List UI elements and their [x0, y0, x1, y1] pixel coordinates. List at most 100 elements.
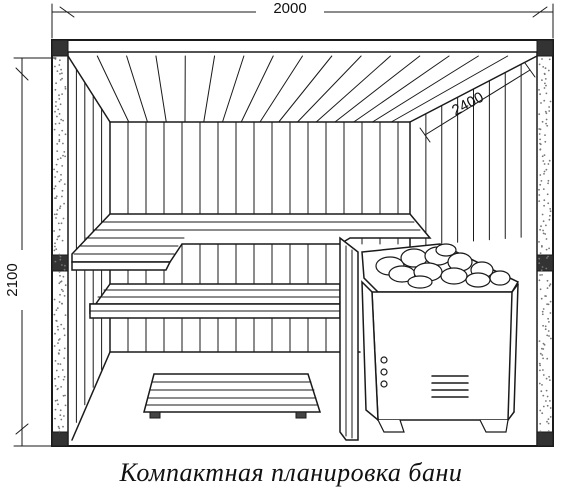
insulation-dot	[549, 210, 552, 213]
floor	[71, 351, 361, 441]
insulation-dot	[544, 328, 547, 331]
insulation-dot	[545, 248, 548, 251]
insulation-dot	[53, 298, 56, 301]
insulation-dot	[541, 266, 544, 268]
insulation-dot	[542, 308, 545, 310]
insulation-dot	[55, 309, 58, 311]
ceiling-board	[259, 55, 303, 123]
insulation-dot	[542, 394, 545, 397]
lower-bench	[89, 283, 341, 319]
insulation-dot	[542, 369, 544, 371]
insulation-dot	[58, 138, 61, 141]
insulation-dot	[544, 140, 547, 143]
insulation-dot	[546, 193, 549, 196]
insulation-dot	[549, 208, 552, 210]
insulation-dot	[54, 332, 56, 335]
insulation-dot	[62, 119, 64, 122]
insulation-dot	[53, 230, 55, 232]
insulation-dot	[56, 325, 59, 328]
ceiling-board	[222, 55, 245, 123]
insulation-dot	[58, 228, 61, 231]
insulation-dot	[539, 409, 542, 412]
insulation-dot	[547, 182, 549, 185]
insulation-dot	[60, 288, 63, 291]
insulation-dot	[544, 82, 546, 85]
insulation-dot	[539, 138, 541, 141]
ceiling-board	[126, 55, 148, 123]
insulation-dot	[57, 339, 60, 341]
insulation-dot	[61, 189, 64, 192]
insulation-dot	[542, 324, 544, 327]
insulation-dot	[549, 416, 552, 418]
insulation-dot	[546, 257, 548, 259]
insulation-dot	[545, 92, 548, 95]
figure-caption: Компактная планировка бани	[119, 458, 463, 487]
stove-controls	[380, 356, 388, 388]
insulation-dot	[543, 204, 545, 207]
insulation-dot	[545, 168, 548, 171]
ceiling-board	[203, 55, 216, 123]
insulation-dot	[547, 418, 550, 420]
insulation-dot	[547, 202, 550, 205]
insulation-dot	[58, 180, 61, 183]
insulation-dot	[58, 427, 61, 430]
insulation-dot	[64, 394, 66, 397]
insulation-dot	[63, 375, 66, 378]
insulation-dot	[538, 241, 540, 243]
insulation-dot	[55, 101, 57, 103]
insulation-dot	[541, 412, 544, 415]
height-dimension: 2100	[4, 57, 57, 447]
insulation-dot	[55, 163, 58, 166]
insulation-dot	[61, 369, 64, 371]
insulation-dot	[545, 238, 548, 240]
insulation-dot	[539, 143, 542, 146]
insulation-dot	[549, 100, 552, 103]
insulation-dot	[547, 303, 550, 306]
insulation-dot	[547, 422, 550, 425]
insulation-dot	[539, 274, 541, 276]
ceiling	[67, 55, 538, 123]
insulation-dot	[54, 245, 56, 248]
insulation-dot	[544, 110, 547, 113]
stove-stones	[375, 243, 511, 289]
insulation-dot	[55, 195, 58, 198]
insulation-dot	[547, 317, 549, 320]
insulation-dot	[540, 297, 543, 300]
insulation-dot	[548, 106, 550, 108]
insulation-dot	[60, 386, 62, 388]
insulation-dot	[63, 183, 66, 186]
insulation-dot	[541, 79, 543, 81]
insulation-dot	[60, 280, 63, 283]
insulation-dot	[542, 405, 545, 408]
insulation-dot	[549, 379, 551, 381]
insulation-dot	[542, 220, 545, 223]
insulation-dot	[546, 279, 549, 282]
insulation-dot	[549, 400, 551, 402]
insulation-dot	[542, 342, 545, 345]
insulation-dot	[53, 187, 56, 190]
insulation-dot	[58, 349, 61, 352]
insulation-dot	[53, 345, 56, 347]
insulation-dot	[64, 284, 67, 287]
ceiling-board	[297, 55, 362, 123]
insulation-dot	[60, 118, 63, 121]
insulation-dot	[539, 422, 542, 425]
insulation-dot	[60, 179, 62, 181]
insulation-dot	[61, 165, 64, 167]
floor-duckboard	[143, 373, 322, 419]
insulation-dot	[61, 239, 64, 242]
insulation-dot	[539, 93, 541, 96]
insulation-dot	[55, 217, 57, 219]
insulation-dot	[60, 418, 63, 421]
insulation-dot	[546, 287, 549, 289]
insulation-dot	[545, 400, 547, 402]
insulation-dot	[62, 394, 65, 397]
ceiling-board	[315, 55, 391, 123]
ceiling-board	[390, 55, 509, 123]
wall-insulation	[53, 58, 552, 433]
wall-frame	[51, 39, 554, 447]
insulation-dot	[541, 313, 544, 316]
partition-board	[339, 236, 359, 441]
insulation-dot	[63, 347, 66, 350]
